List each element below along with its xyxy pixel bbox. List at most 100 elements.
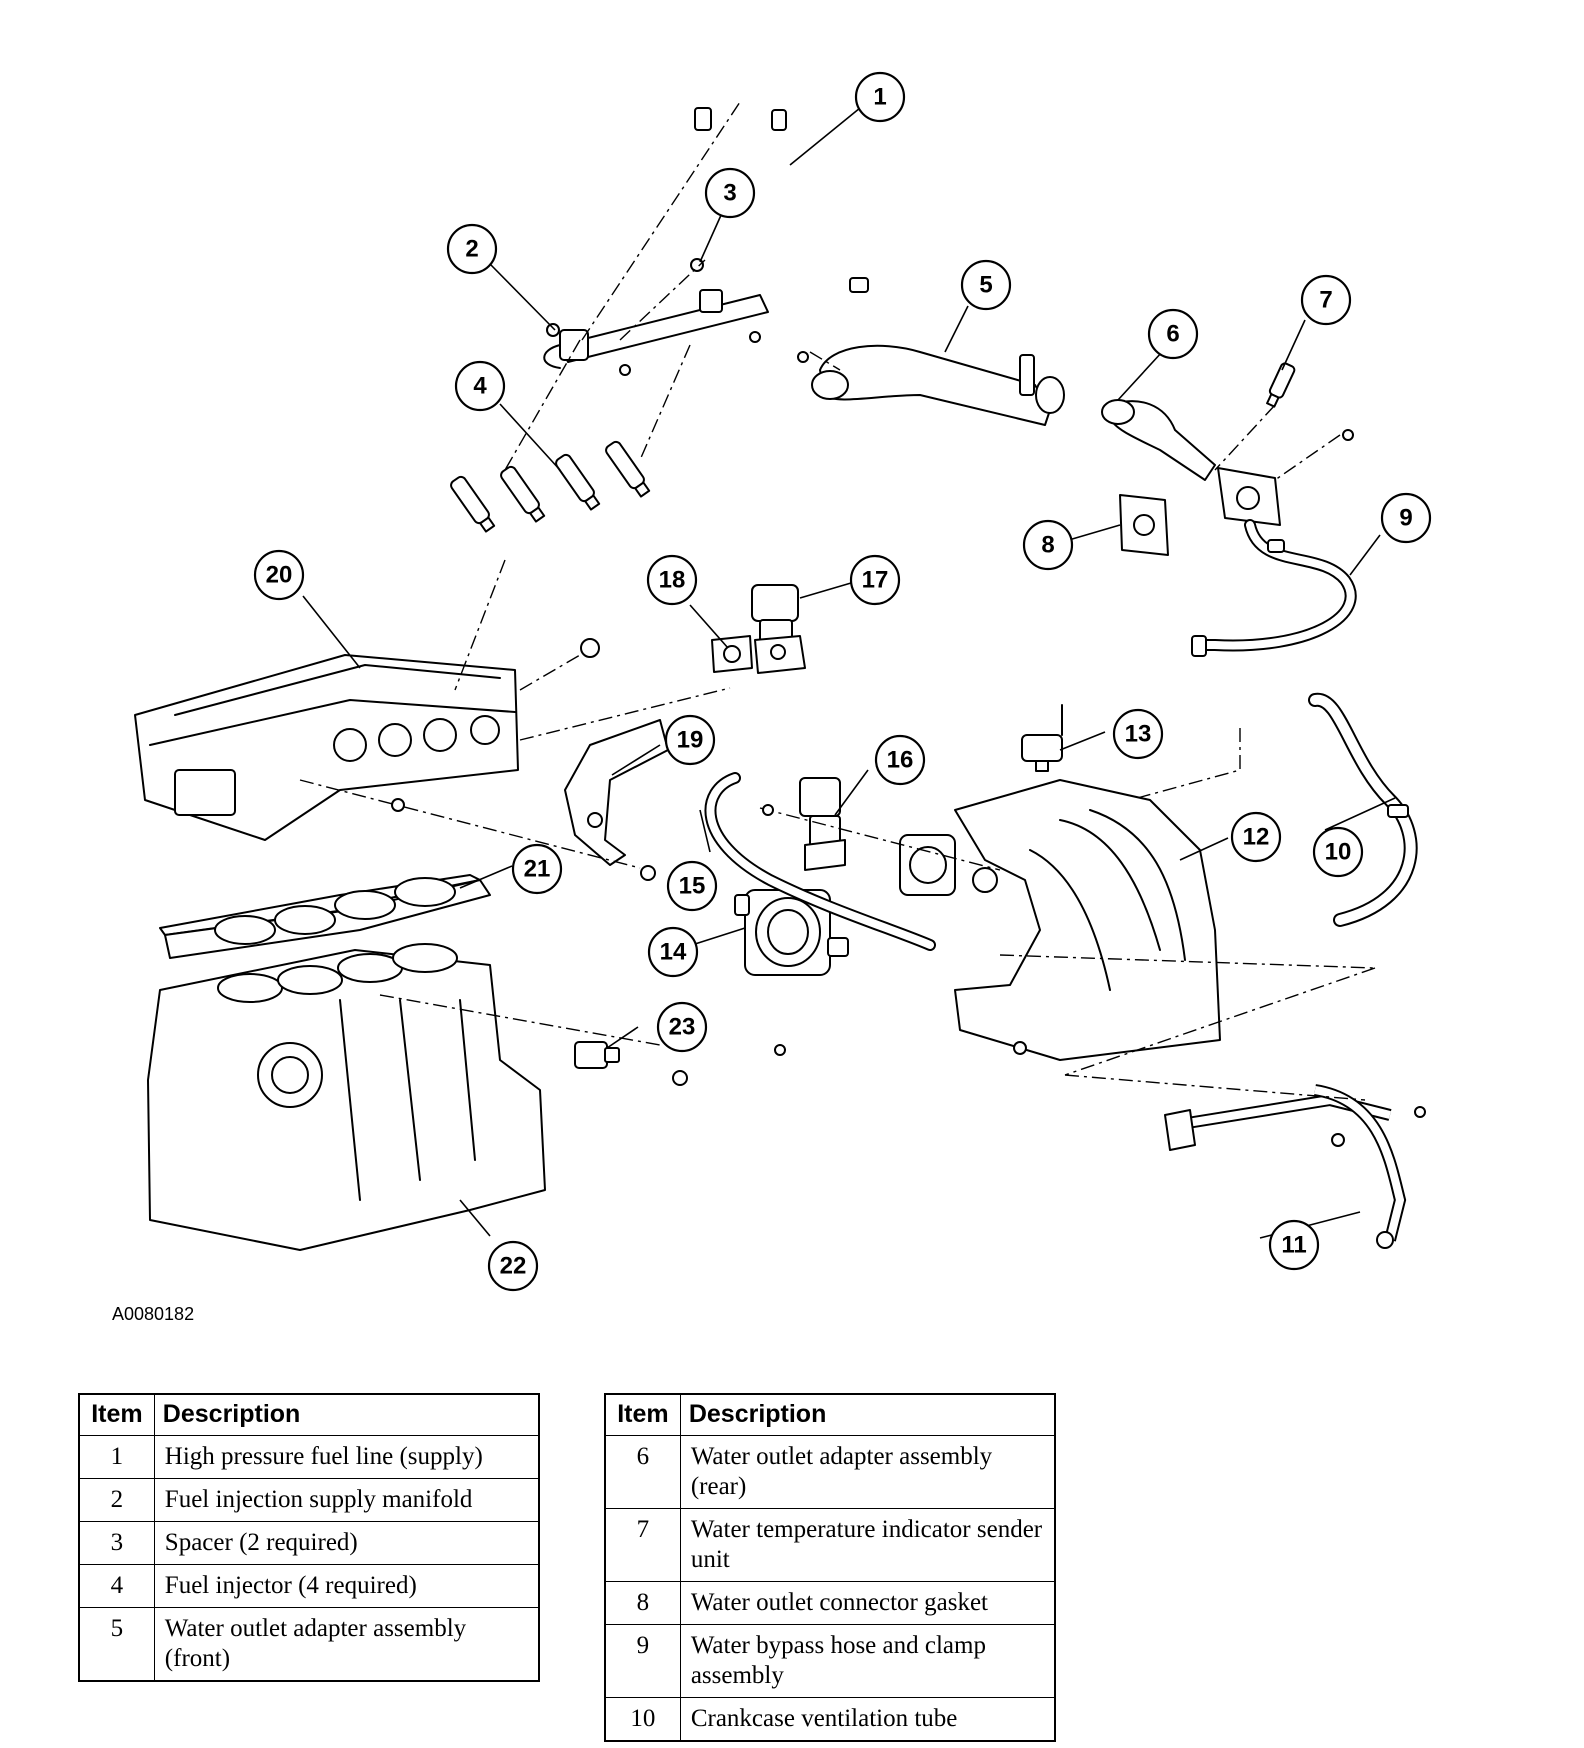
column-header-item: Item	[604, 1393, 681, 1436]
egr-valve	[751, 584, 806, 674]
callout-13: 13	[1112, 708, 1164, 760]
cylinder-head-gasket	[159, 874, 491, 959]
intake-manifold	[899, 779, 1221, 1061]
item-number: 4	[78, 1564, 155, 1608]
table-row: 1 High pressure fuel line (supply)	[78, 1435, 540, 1479]
callout-9: 9	[1380, 492, 1432, 544]
table-row: 8 Water outlet connector gasket	[604, 1581, 1056, 1625]
water-tube-assembly	[1064, 1074, 1407, 1249]
item-description: Water temperature indicator sender unit	[679, 1508, 1056, 1582]
table-header-row: Item Description	[604, 1393, 1056, 1436]
callout-label: 21	[524, 856, 551, 883]
callout-3: 3	[704, 167, 756, 219]
callout-label: 8	[1041, 532, 1054, 559]
item-number: 6	[604, 1435, 681, 1509]
callout-label: 5	[979, 272, 992, 299]
item-description: Water outlet adapter assembly (rear)	[679, 1435, 1056, 1509]
callout-label: 23	[669, 1014, 696, 1041]
table-row: 4 Fuel injector (4 required)	[78, 1564, 540, 1608]
table-row: 6 Water outlet adapter assembly (rear)	[604, 1435, 1056, 1509]
item-description: Crankcase ventilation tube	[679, 1697, 1056, 1742]
table-row: 5 Water outlet adapter assembly (front)	[78, 1607, 540, 1682]
callout-label: 7	[1319, 287, 1332, 314]
callout-label: 22	[500, 1253, 527, 1280]
callout-7: 7	[1300, 274, 1352, 326]
callout-21: 21	[511, 843, 563, 895]
cylinder-block	[147, 943, 546, 1251]
callout-label: 17	[862, 567, 889, 594]
bracket	[564, 719, 669, 866]
callout-10: 10	[1312, 826, 1364, 878]
callout-label: 13	[1125, 721, 1152, 748]
callout-6: 6	[1147, 308, 1199, 360]
callout-label: 1	[873, 84, 886, 111]
callout-label: 4	[473, 373, 487, 400]
callout-18: 18	[646, 554, 698, 606]
item-number: 2	[78, 1478, 155, 1522]
callout-16: 16	[874, 734, 926, 786]
callout-12: 12	[1230, 811, 1282, 863]
legend-table-right: Item Description 6 Water outlet adapter …	[604, 1393, 1056, 1742]
table-header-row: Item Description	[78, 1393, 540, 1436]
table-row: 9 Water bypass hose and clamp assembly	[604, 1624, 1056, 1698]
water-temperature-sender-unit	[1214, 362, 1341, 481]
callout-label: 6	[1166, 321, 1179, 348]
callout-5: 5	[960, 259, 1012, 311]
fasteners	[391, 351, 1426, 1147]
fuel-injectors	[450, 440, 651, 533]
callout-11: 11	[1268, 1219, 1320, 1271]
table-row: 10 Crankcase ventilation tube	[604, 1697, 1056, 1742]
item-number: 8	[604, 1581, 681, 1625]
water-outlet-adapters	[811, 344, 1281, 526]
table-row: 7 Water temperature indicator sender uni…	[604, 1508, 1056, 1582]
item-description: High pressure fuel line (supply)	[153, 1435, 540, 1479]
item-number: 7	[604, 1508, 681, 1582]
item-description: Water outlet adapter assembly (front)	[153, 1607, 540, 1682]
idle-air-control-valve	[759, 777, 1001, 871]
figure-reference-code: A0080182	[112, 1304, 195, 1324]
item-description: Fuel injector (4 required)	[153, 1564, 540, 1608]
callout-15: 15	[666, 860, 718, 912]
callout-label: 18	[659, 567, 686, 594]
high-pressure-fuel-line	[694, 58, 869, 293]
callout-label: 14	[660, 939, 687, 966]
item-number: 10	[604, 1697, 681, 1742]
callout-22: 22	[487, 1240, 539, 1292]
callout-23: 23	[656, 1001, 708, 1053]
callout-8: 8	[1022, 519, 1074, 571]
callout-14: 14	[647, 926, 699, 978]
item-number: 9	[604, 1624, 681, 1698]
vacuum-hose	[704, 772, 936, 951]
item-number: 3	[78, 1521, 155, 1565]
callout-17: 17	[849, 554, 901, 606]
item-description: Spacer (2 required)	[153, 1521, 540, 1565]
callout-label: 15	[679, 873, 706, 900]
column-header-description: Description	[153, 1393, 540, 1436]
water-bypass-hose	[1191, 519, 1357, 657]
legend-table-left: Item Description 1 High pressure fuel li…	[78, 1393, 540, 1682]
callout-label: 16	[887, 747, 914, 774]
fuel-injection-supply-manifold	[543, 258, 769, 376]
cylinder-head	[134, 638, 731, 869]
callout-19: 19	[664, 714, 716, 766]
callout-label: 10	[1325, 839, 1352, 866]
throttle-body	[734, 889, 849, 976]
assembly-lines	[454, 101, 1376, 1076]
callout-label: 2	[465, 236, 478, 263]
callout-2: 2	[446, 223, 498, 275]
item-description: Water bypass hose and clamp assembly	[679, 1624, 1056, 1698]
exploded-engine-diagram: 1 2 3 4 5 6 7 8 9 10 11 12 13 14 15 16 1…	[134, 58, 1432, 1292]
callout-label: 12	[1243, 824, 1270, 851]
item-number: 5	[78, 1607, 155, 1682]
callout-label: 9	[1399, 505, 1412, 532]
column-header-description: Description	[679, 1393, 1056, 1436]
map-sensor	[1021, 704, 1063, 772]
callout-label: 19	[677, 727, 704, 754]
table-row: 3 Spacer (2 required)	[78, 1521, 540, 1565]
knock-sensor	[379, 994, 688, 1086]
callout-1: 1	[854, 71, 906, 123]
item-description: Fuel injection supply manifold	[153, 1478, 540, 1522]
egr-valve-gasket	[711, 635, 753, 673]
item-description: Water outlet connector gasket	[679, 1581, 1056, 1625]
table-row: 2 Fuel injection supply manifold	[78, 1478, 540, 1522]
